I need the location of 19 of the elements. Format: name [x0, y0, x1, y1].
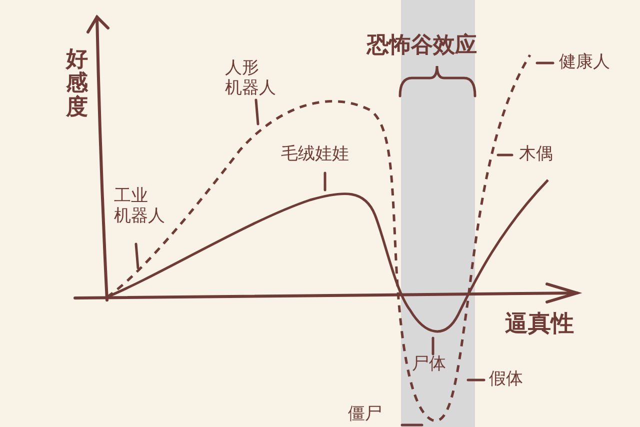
curve-label: 工业机器人	[114, 186, 165, 227]
axis-label: 逼真性	[505, 310, 574, 339]
leader-line	[536, 62, 554, 64]
curve-label: 僵尸	[348, 404, 382, 424]
curve-label: 人形机器人	[225, 58, 276, 99]
curve-label: 尸体	[412, 354, 446, 374]
leader-line	[134, 242, 140, 270]
axis-label: 好感度	[66, 48, 88, 121]
curve-label: 健康人	[559, 52, 610, 72]
leader-line	[254, 98, 260, 126]
leader-line	[324, 172, 326, 192]
leader-line	[496, 154, 514, 156]
curve-label: 假体	[489, 369, 523, 390]
leader-line	[400, 424, 424, 426]
curve-label: 木偶	[519, 144, 553, 164]
leader-line	[432, 336, 434, 356]
leader-line	[466, 378, 486, 382]
curve-label: 毛绒娃娃	[281, 144, 349, 164]
title: 恐怖谷效应	[367, 32, 477, 60]
